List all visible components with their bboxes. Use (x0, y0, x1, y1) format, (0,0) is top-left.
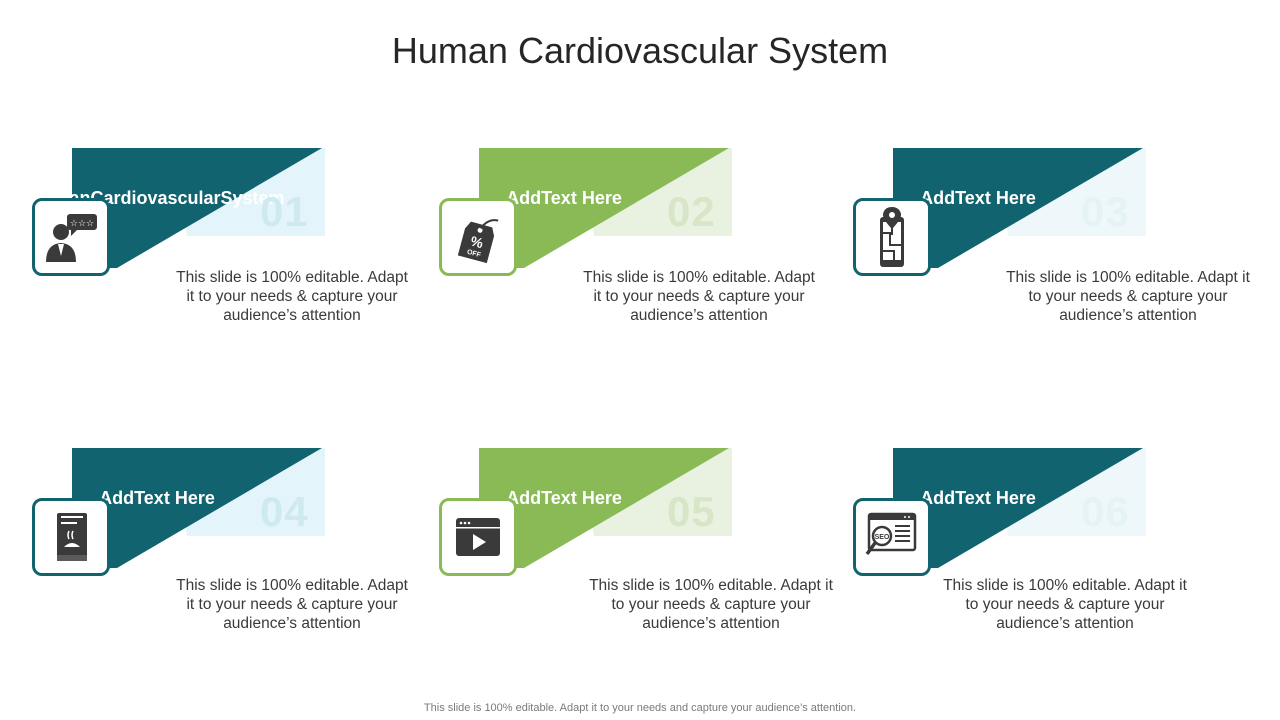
seo-label: SEO (875, 534, 890, 541)
card-description: This slide is 100% editable. Adapt it to… (943, 577, 1187, 632)
card-number: 03 (1081, 188, 1130, 235)
card-number: 01 (260, 188, 309, 235)
book-icon (57, 513, 87, 561)
icon-frame: SEO (853, 498, 931, 576)
headline-line-2: Text Here (955, 487, 1036, 508)
icon-frame (32, 498, 110, 576)
card-description: This slide is 100% editable. Adapt it to… (1006, 269, 1250, 324)
banner-shape (893, 448, 1146, 568)
card-number: 06 (1081, 488, 1130, 535)
card-description: This slide is 100% editable. Adapt it to… (176, 577, 408, 632)
card-description: This slide is 100% editable. Adapt it to… (583, 269, 815, 324)
headline-line-2: Text Here (955, 187, 1036, 208)
banner-shape (72, 148, 325, 268)
banner-shape (479, 448, 732, 568)
slide-title: Human Cardiovascular System (391, 30, 889, 71)
discount-tag-icon: % OFF (457, 219, 499, 264)
headline-line-3: System (220, 187, 285, 208)
customer-review-icon: ☆☆☆ (46, 214, 97, 262)
footer-note: This slide is 100% editable. Adapt it to… (423, 702, 857, 714)
headline-line-2: Cardiovascular (90, 187, 221, 208)
card-06: Add Text Here 06 SEO This slide is 100% … (853, 448, 1253, 688)
card-description: This slide is 100% editable. Adapt it to… (589, 577, 833, 632)
card-05: Add Text Here 05 This slide is 100% edit… (439, 448, 839, 688)
tag-off-text: OFF (466, 249, 482, 260)
svg-text:☆☆☆: ☆☆☆ (70, 219, 94, 229)
card-description: This slide is 100% editable. Adapt it to… (176, 269, 408, 324)
card-number: 02 (667, 188, 716, 235)
banner-shape (479, 148, 732, 268)
icon-frame (439, 498, 517, 576)
headline-line-2: Text Here (541, 487, 622, 508)
video-player-icon (456, 518, 500, 556)
tag-percent-text: % (469, 233, 486, 252)
headline-line-2: Text Here (134, 487, 215, 508)
seo-browser-icon: SEO (865, 512, 917, 556)
banner-shape (72, 448, 325, 568)
card-01: Human Cardiovascular System 01 ☆☆☆ This … (29, 148, 432, 388)
card-02: Add Text Here 02 % OFF This slide is 100… (439, 148, 839, 388)
headline-line-2: Text Here (541, 187, 622, 208)
card-03: Add Text Here 03 This slide is 100% edit… (853, 148, 1253, 388)
card-number: 05 (667, 488, 716, 535)
icon-frame: % OFF (439, 198, 517, 276)
icon-frame (853, 198, 931, 276)
mobile-map-icon (880, 207, 904, 267)
card-number: 04 (260, 488, 309, 535)
card-04: Add Text Here 04 This slide is 100% edit… (32, 448, 432, 688)
banner-shape (893, 148, 1146, 268)
icon-frame: ☆☆☆ (32, 198, 110, 276)
